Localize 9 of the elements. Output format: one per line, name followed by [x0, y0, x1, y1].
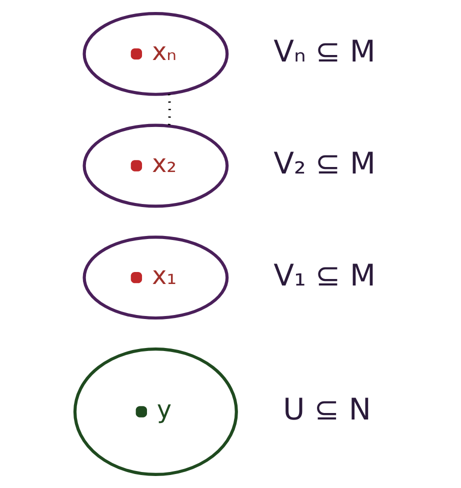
node-ellipse: x₂ — [82, 124, 229, 208]
node-ellipse: y — [73, 347, 238, 476]
node-label: V₂ ⊆ M — [274, 146, 376, 182]
connector — [168, 94, 171, 126]
node-label: Vₙ ⊆ M — [274, 34, 376, 70]
node-ellipse: x₁ — [82, 236, 229, 320]
node-label: V₁ ⊆ M — [274, 258, 376, 294]
node-label: U ⊆ N — [283, 392, 372, 428]
node-ellipse: xₙ — [82, 12, 229, 96]
